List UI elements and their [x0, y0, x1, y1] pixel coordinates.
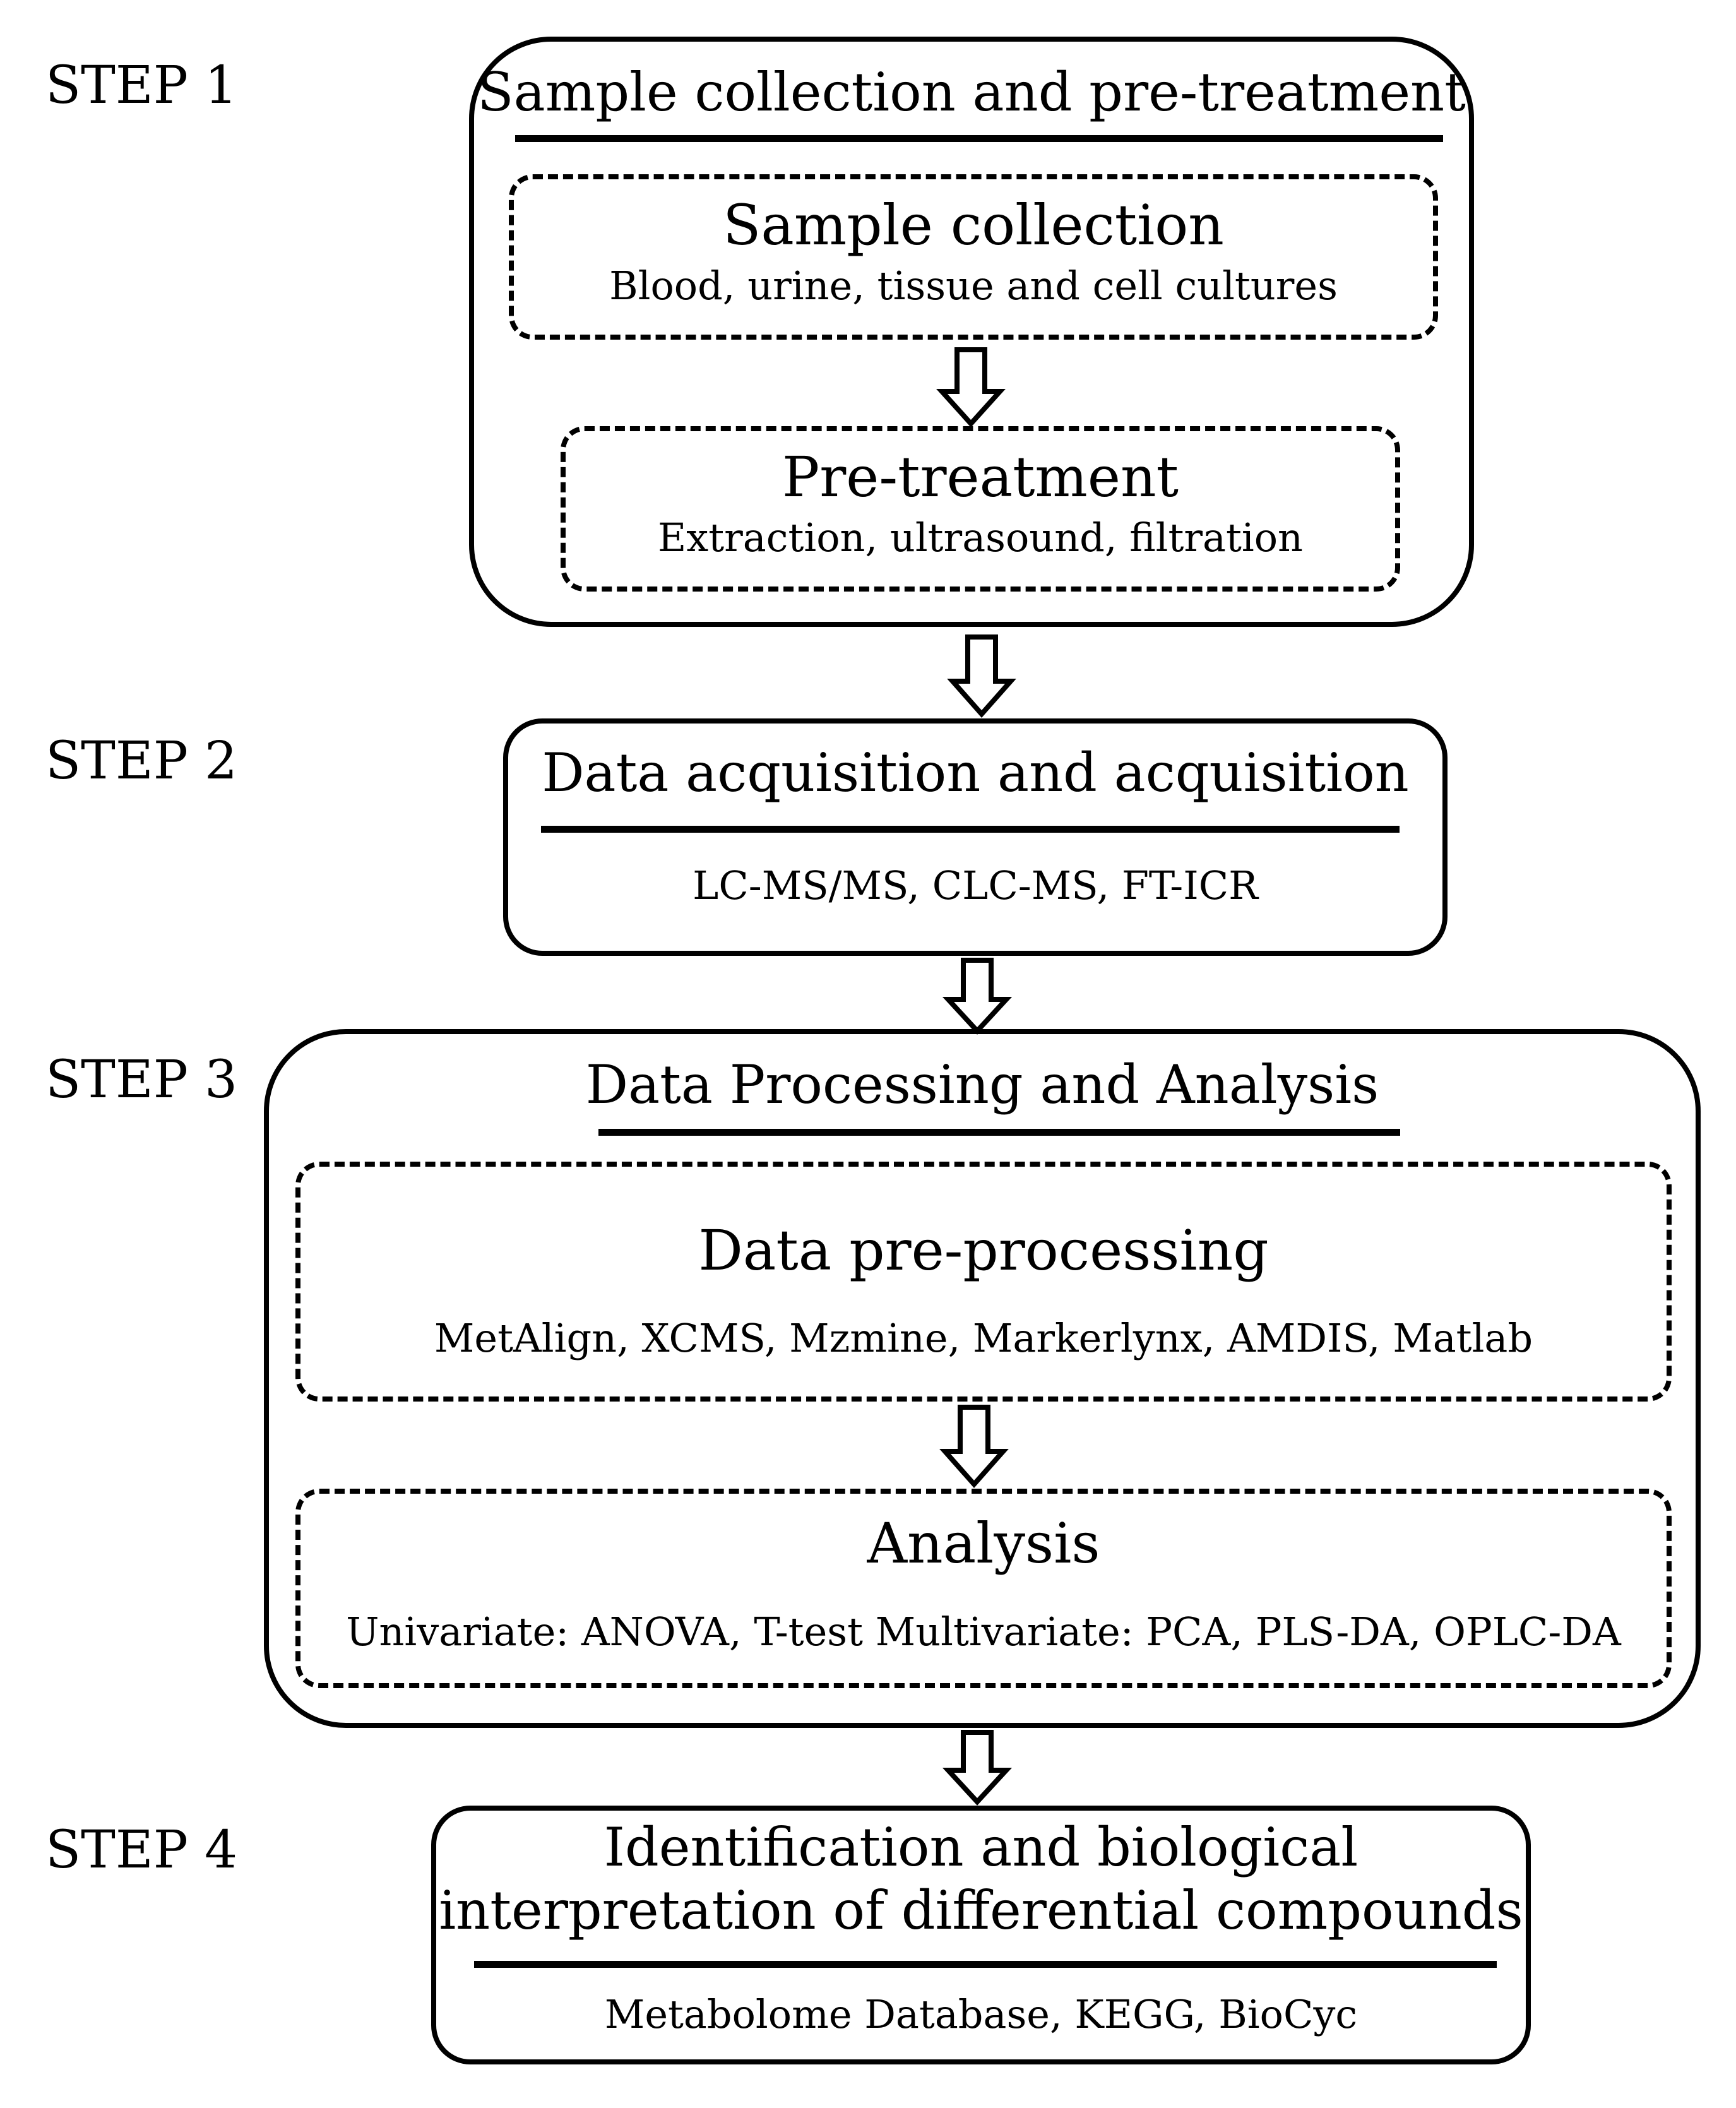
step-1-title: Sample collection and pre-treatment: [477, 61, 1466, 123]
step-3-label: STEP 3: [45, 1050, 238, 1110]
step-4-title-underline: [474, 1961, 1497, 1968]
down-arrow-icon: [942, 958, 1013, 1035]
step-2-label: STEP 2: [45, 731, 238, 791]
step-2-title: Data acquisition and acquisition: [542, 742, 1409, 804]
step-3-title: Data Processing and Analysis: [585, 1054, 1379, 1116]
analysis-title: Analysis: [867, 1511, 1100, 1576]
step-2-title-underline: [541, 826, 1400, 833]
step-4-title-line-2: interpretation of differential compounds: [439, 1879, 1523, 1941]
data-pre-processing-title: Data pre-processing: [698, 1218, 1269, 1283]
step-2-container: Data acquisition and acquisition LC-MS/M…: [503, 718, 1448, 956]
down-arrow-icon: [936, 347, 1006, 427]
down-arrow-icon: [942, 1730, 1013, 1806]
analysis-box: Analysis Univariate: ANOVA, T-test Multi…: [295, 1489, 1672, 1688]
pre-treatment-box: Pre-treatment Extraction, ultrasound, fi…: [561, 426, 1400, 592]
step-1-label: STEP 1: [45, 56, 238, 116]
sample-collection-title: Sample collection: [723, 193, 1224, 258]
step-4-container: Identification and biological interpreta…: [431, 1806, 1531, 2064]
analysis-detail: Univariate: ANOVA, T-test Multivariate: …: [346, 1609, 1621, 1655]
step-4-detail: Metabolome Database, KEGG, BioCyc: [604, 1991, 1358, 2037]
step-1-title-underline: [515, 135, 1443, 142]
pre-treatment-title: Pre-treatment: [782, 444, 1179, 509]
step-3-title-underline: [598, 1129, 1400, 1136]
down-arrow-icon: [947, 634, 1016, 718]
sample-collection-box: Sample collection Blood, urine, tissue a…: [509, 174, 1438, 340]
data-pre-processing-detail: MetAlign, XCMS, Mzmine, Markerlynx, AMDI…: [434, 1315, 1533, 1361]
data-pre-processing-box: Data pre-processing MetAlign, XCMS, Mzmi…: [295, 1162, 1672, 1402]
step-2-detail: LC-MS/MS, CLC-MS, FT-ICR: [693, 862, 1258, 908]
sample-collection-detail: Blood, urine, tissue and cell cultures: [609, 263, 1338, 309]
step-4-title-line-1: Identification and biological: [603, 1816, 1358, 1878]
pre-treatment-detail: Extraction, ultrasound, filtration: [658, 515, 1303, 561]
down-arrow-icon: [939, 1405, 1009, 1489]
step-4-label: STEP 4: [45, 1820, 238, 1880]
